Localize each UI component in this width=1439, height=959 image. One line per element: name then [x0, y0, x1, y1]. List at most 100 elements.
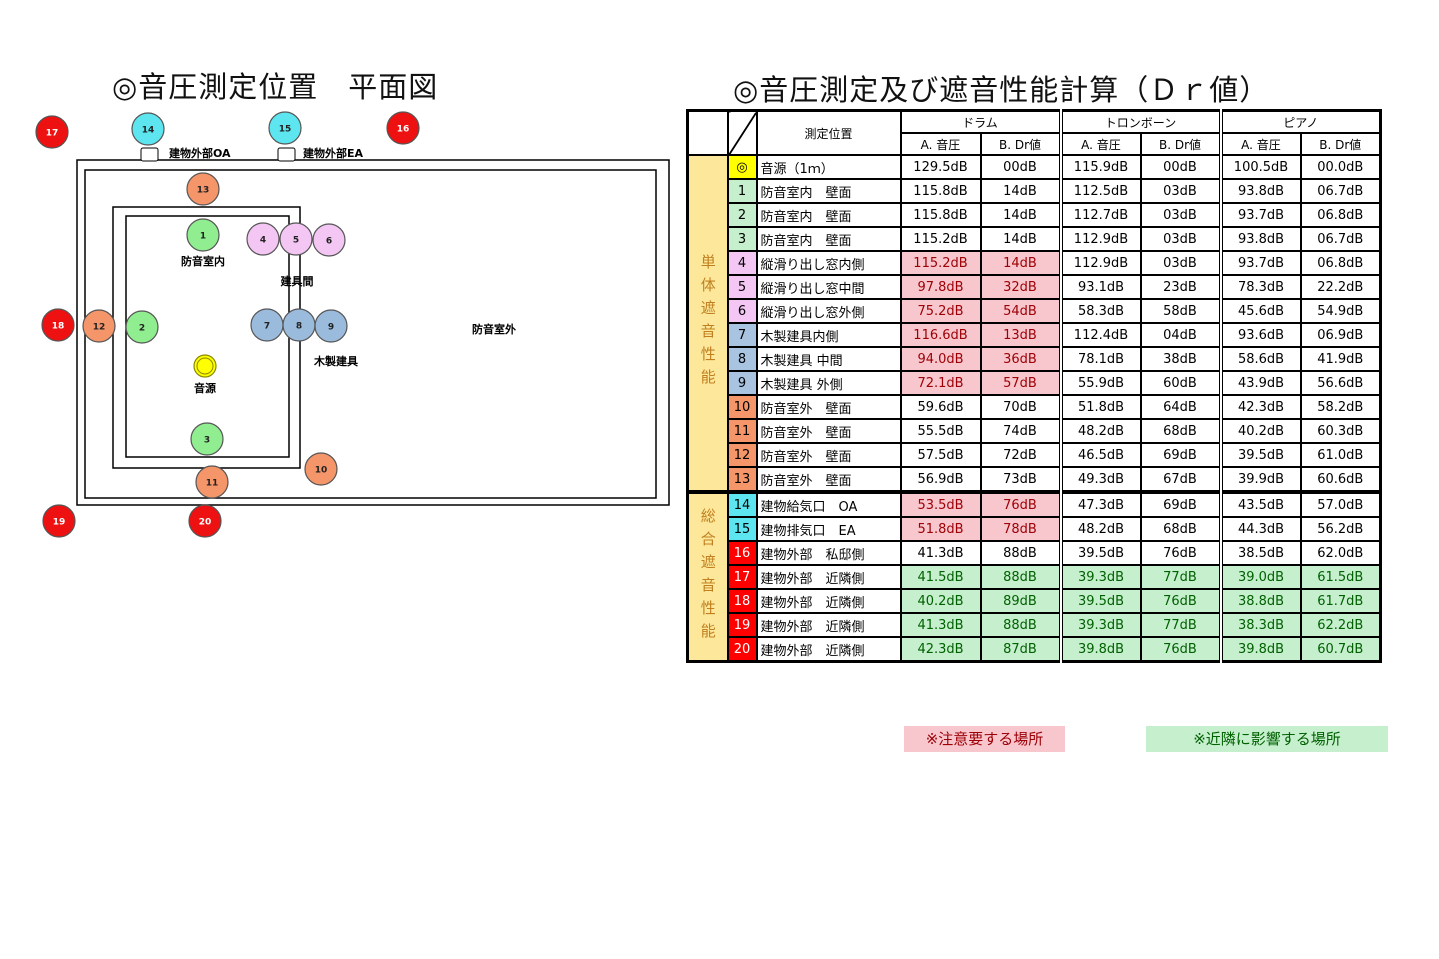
measurement-point-label: 12: [93, 323, 106, 333]
value-cell: 51.8dB: [899, 516, 982, 542]
measurement-point-label: 6: [326, 237, 332, 247]
building-inner-wall: [84, 169, 657, 499]
subheader-cell: A. 音圧: [1058, 132, 1142, 156]
value-cell: 116.6dB: [899, 322, 982, 348]
measurement-point-20: [188, 504, 222, 538]
value-cell: 87dB: [979, 636, 1062, 663]
point-number: 15: [726, 516, 758, 542]
value-cell: 72dB: [979, 442, 1062, 468]
measurement-point-11: [195, 465, 229, 499]
corner-cell: [686, 109, 729, 156]
measurement-point-label: 18: [52, 322, 65, 332]
point-number: 8: [726, 346, 758, 372]
measurement-point-label: 8: [296, 322, 302, 332]
value-cell: 73dB: [979, 466, 1062, 493]
position-name: 縦滑り出し窓外側: [755, 298, 902, 324]
value-cell: 56.2dB: [1299, 516, 1382, 542]
point-number: 12: [726, 442, 758, 468]
value-cell: 58dB: [1139, 298, 1222, 324]
point-number: 7: [726, 322, 758, 348]
value-cell: 56.9dB: [899, 466, 982, 493]
point-number: 9: [726, 370, 758, 396]
value-cell: 06.7dB: [1299, 178, 1382, 204]
diagonal-cell: [726, 109, 758, 156]
value-cell: 45.6dB: [1218, 298, 1302, 324]
point-number: 20: [726, 636, 758, 663]
measurement-point-4: [246, 222, 280, 256]
measurement-point-label: 3: [204, 436, 210, 446]
position-name: 防音室内 壁面: [755, 178, 902, 204]
label-oa: 建物外部OA: [169, 146, 231, 160]
value-cell: 47.3dB: [1058, 491, 1142, 518]
value-cell: 61.0dB: [1299, 442, 1382, 468]
value-cell: 64dB: [1139, 394, 1222, 420]
value-cell: 78.3dB: [1218, 274, 1302, 300]
position-name: 防音室外 壁面: [755, 418, 902, 444]
position-name: 縦滑り出し窓中間: [755, 274, 902, 300]
measurement-point-9: [314, 309, 348, 343]
legend-neighbor: ※近隣に影響する場所: [1146, 726, 1388, 752]
value-cell: 112.4dB: [1058, 322, 1142, 348]
value-cell: 39.5dB: [1218, 442, 1302, 468]
value-cell: 61.7dB: [1299, 588, 1382, 614]
measurement-point-label: 5: [293, 236, 299, 246]
point-number: ◎: [726, 154, 758, 180]
measurement-point-label: 20: [199, 518, 212, 528]
point-number: 13: [726, 466, 758, 493]
value-cell: 115.8dB: [899, 178, 982, 204]
measurement-point-label: 11: [206, 479, 219, 489]
value-cell: 06.7dB: [1299, 226, 1382, 252]
point-number: 10: [726, 394, 758, 420]
measurement-point-label: 14: [142, 126, 155, 136]
position-name: 防音室内 壁面: [755, 226, 902, 252]
value-cell: 48.2dB: [1058, 418, 1142, 444]
value-cell: 06.8dB: [1299, 202, 1382, 228]
value-cell: 41.3dB: [899, 612, 982, 638]
value-cell: 88dB: [979, 612, 1062, 638]
value-cell: 93.7dB: [1218, 250, 1302, 276]
measurement-point-label: 15: [279, 125, 292, 135]
value-cell: 40.2dB: [1218, 418, 1302, 444]
instrument-header: トロンボーン: [1058, 109, 1222, 134]
value-cell: 06.8dB: [1299, 250, 1382, 276]
measurement-point-1: [186, 218, 220, 252]
value-cell: 68dB: [1139, 418, 1222, 444]
subheader-cell: B. Dr値: [1139, 132, 1222, 156]
value-cell: 67dB: [1139, 466, 1222, 493]
ea-vent-box: [277, 147, 296, 162]
label-room-inside: 防音室内: [181, 254, 225, 268]
instrument-header: ピアノ: [1218, 109, 1382, 134]
value-cell: 54.9dB: [1299, 298, 1382, 324]
legend-caution: ※注意要する場所: [904, 726, 1065, 752]
value-cell: 57.0dB: [1299, 491, 1382, 518]
value-cell: 62.2dB: [1299, 612, 1382, 638]
position-name: 建物外部 私邸側: [755, 540, 902, 566]
value-cell: 93.6dB: [1218, 322, 1302, 348]
value-cell: 39.5dB: [1058, 588, 1142, 614]
value-cell: 93.1dB: [1058, 274, 1142, 300]
measurement-point-10: [304, 452, 338, 486]
position-name: 木製建具 中間: [755, 346, 902, 372]
position-name: 建物排気口 EA: [755, 516, 902, 542]
label-room-outside: 防音室外: [472, 322, 516, 336]
value-cell: 41.5dB: [899, 564, 982, 590]
value-cell: 36dB: [979, 346, 1062, 372]
value-cell: 77dB: [1139, 612, 1222, 638]
value-cell: 55.5dB: [899, 418, 982, 444]
measurement-point-2: [125, 310, 159, 344]
value-cell: 100.5dB: [1218, 154, 1302, 180]
label-source: 音源: [194, 381, 216, 395]
value-cell: 03dB: [1139, 202, 1222, 228]
measurement-point-label: 17: [46, 129, 59, 139]
